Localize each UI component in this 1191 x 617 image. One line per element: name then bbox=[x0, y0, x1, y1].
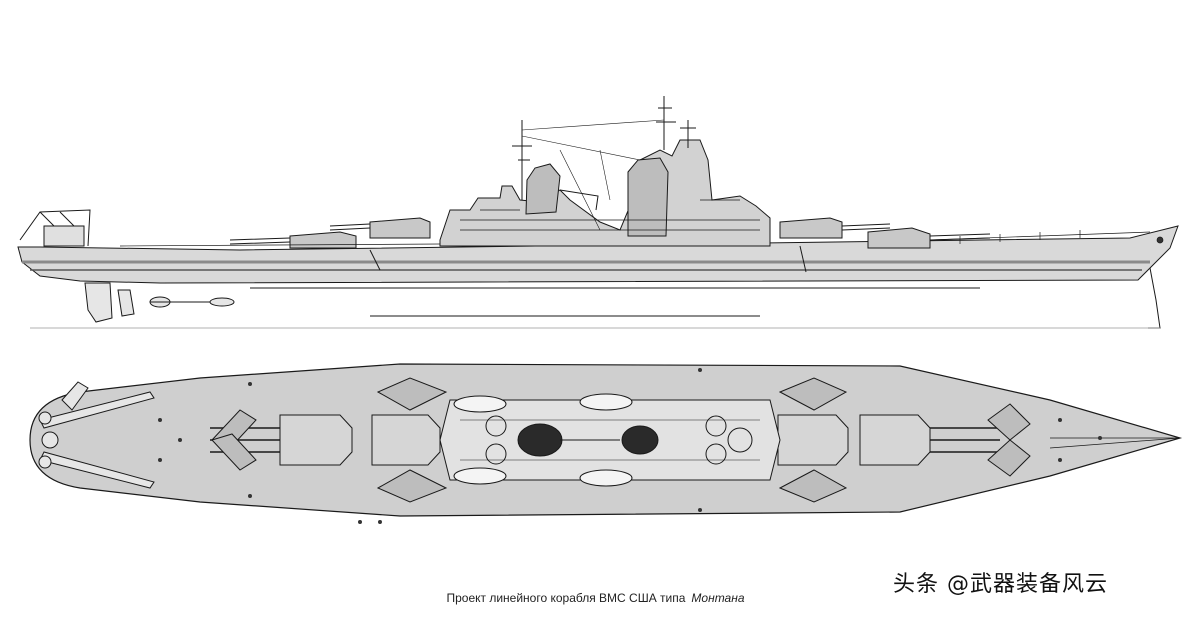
caption-text: Проект линейного корабля ВМС США типа bbox=[446, 591, 686, 605]
top-turrets bbox=[210, 414, 1000, 466]
side-turrets bbox=[229, 217, 991, 249]
drawing-caption: Проект линейного корабля ВМС США типа Мон… bbox=[0, 591, 1191, 605]
side-profile-hull bbox=[17, 225, 1179, 329]
secondary-battery-mounts bbox=[211, 377, 1031, 503]
top-superstructure bbox=[439, 393, 781, 487]
rudder-and-propellers bbox=[84, 282, 235, 323]
deck-fittings bbox=[158, 368, 1102, 524]
stern-catapults bbox=[38, 381, 155, 489]
side-superstructure bbox=[369, 96, 807, 273]
side-deck-details bbox=[119, 230, 1164, 247]
stern-crane bbox=[19, 209, 91, 247]
watermark-text: 头条 @武器装备风云 bbox=[893, 572, 1108, 597]
caption-ship-name: Монтана bbox=[691, 591, 745, 605]
